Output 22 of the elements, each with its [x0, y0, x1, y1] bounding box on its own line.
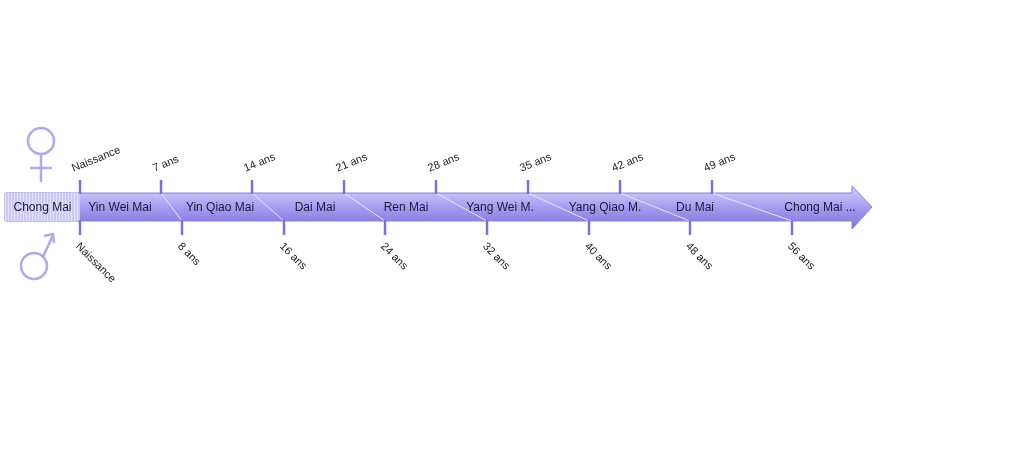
- segment-label: Ren Mai: [366, 198, 446, 216]
- age-label: 24 ans: [378, 239, 411, 272]
- age-label: 7 ans: [150, 152, 181, 174]
- age-label: 21 ans: [333, 150, 369, 174]
- age-label: 42 ans: [609, 150, 645, 174]
- age-label: 56 ans: [785, 239, 818, 272]
- age-label: 32 ans: [480, 239, 513, 272]
- segment-label: Du Mai: [655, 198, 735, 216]
- age-label: 14 ans: [241, 150, 277, 174]
- age-label: 28 ans: [425, 150, 461, 174]
- age-label: 48 ans: [683, 239, 716, 272]
- segment-label: Yang Wei M.: [458, 198, 542, 216]
- segment-label: Yang Qiao M.: [560, 198, 650, 216]
- age-label: 49 ans: [701, 150, 737, 174]
- age-label: 35 ans: [517, 150, 553, 174]
- age-label: 16 ans: [277, 239, 310, 272]
- segment-label: Chong Mai ...: [770, 198, 870, 216]
- segment-label: Dai Mai: [275, 198, 355, 216]
- segment-label: Yin Wei Mai: [80, 198, 160, 216]
- age-label: 40 ans: [582, 239, 615, 272]
- age-label: 8 ans: [175, 239, 204, 268]
- segment-label: Yin Qiao Mai: [180, 198, 260, 216]
